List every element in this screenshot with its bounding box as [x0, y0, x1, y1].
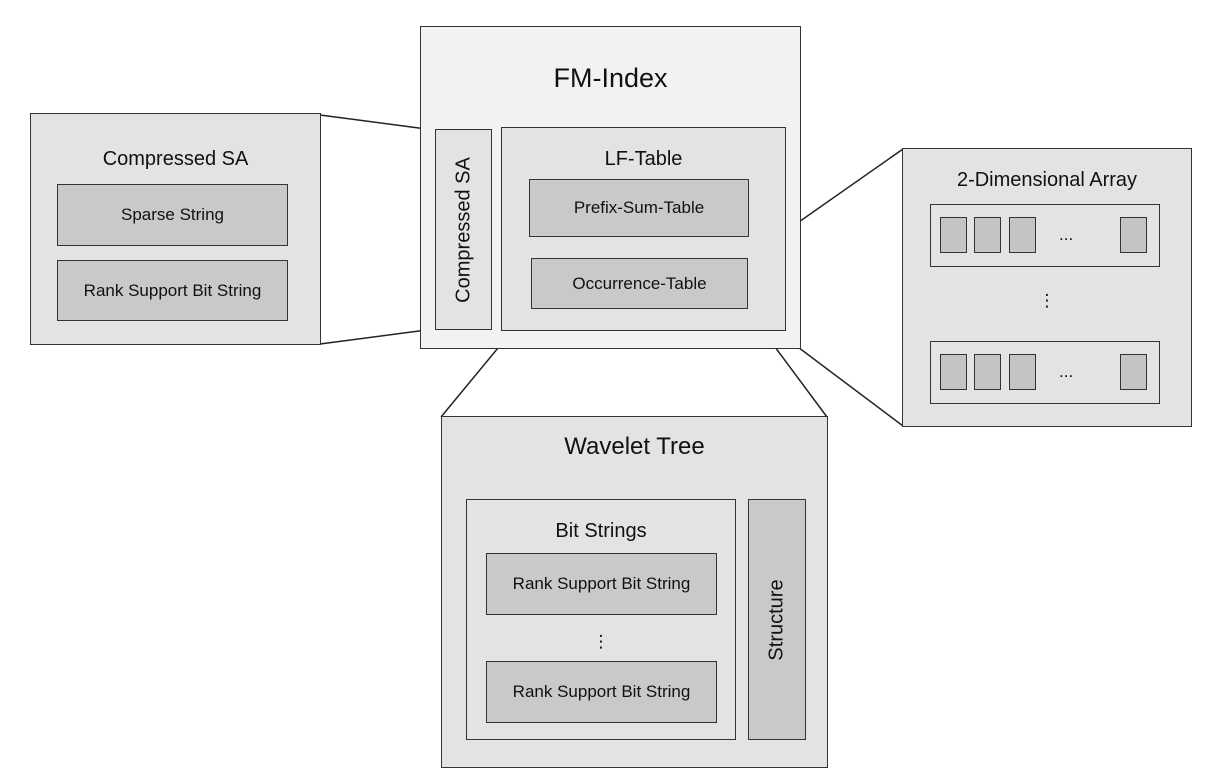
compressed-sa-box: Compressed SA Sparse String Rank Support…	[30, 113, 321, 345]
connector-line	[319, 328, 435, 345]
array-cell	[940, 217, 967, 253]
array-cell	[974, 354, 1001, 390]
array-row-ellipsis: ...	[1059, 225, 1074, 244]
rank-support-bottom-label: Rank Support Bit String	[512, 682, 691, 701]
array-cell	[940, 354, 967, 390]
fm-compressed-sa-label: Compressed SA	[452, 156, 474, 303]
array-cell	[1009, 217, 1036, 253]
rank-support-top-box: Rank Support Bit String	[486, 553, 717, 615]
fm-index-title: FM-Index	[553, 63, 668, 93]
sparse-string-box: Sparse String	[57, 184, 288, 246]
wavelet-tree-box: Wavelet Tree Bit Strings Rank Support Bi…	[441, 416, 828, 768]
rank-support-top-label: Rank Support Bit String	[512, 574, 691, 593]
bit-strings-box: Bit Strings Rank Support Bit String ⋮ Ra…	[466, 499, 736, 740]
occurrence-table-box: Occurrence-Table	[531, 258, 748, 309]
array-cell	[1120, 354, 1147, 390]
bit-strings-vertical-ellipsis: ⋮	[592, 632, 610, 651]
fm-index-box: FM-Index Compressed SA LF-Table Prefix-S…	[420, 26, 801, 349]
rank-support-label: Rank Support Bit String	[83, 280, 262, 300]
array-row-bottom: ...	[930, 341, 1160, 404]
two-dimensional-array-title: 2-Dimensional Array	[956, 169, 1138, 191]
structure-box: Structure	[748, 499, 806, 740]
array-cell	[974, 217, 1001, 253]
prefix-sum-table-label: Prefix-Sum-Table	[573, 198, 705, 217]
array-row-top: ...	[930, 204, 1160, 267]
sparse-string-label: Sparse String	[121, 205, 224, 224]
connector-line	[319, 114, 435, 131]
rank-support-box: Rank Support Bit String	[57, 260, 288, 321]
fm-compressed-sa-box: Compressed SA	[435, 129, 492, 330]
array-vertical-ellipsis: ⋮	[1038, 291, 1056, 310]
array-row-ellipsis: ...	[1059, 362, 1074, 381]
wavelet-tree-title: Wavelet Tree	[564, 433, 705, 460]
compressed-sa-title: Compressed SA	[102, 148, 249, 170]
occurrence-table-label: Occurrence-Table	[572, 273, 707, 293]
rank-support-bottom-box: Rank Support Bit String	[486, 661, 717, 723]
lf-table-title: LF-Table	[604, 148, 683, 170]
array-cell	[1009, 354, 1036, 390]
structure-label: Structure	[765, 578, 788, 661]
bit-strings-title: Bit Strings	[555, 520, 647, 542]
array-cell	[1120, 217, 1147, 253]
prefix-sum-table-box: Prefix-Sum-Table	[529, 179, 749, 237]
lf-table-box: LF-Table Prefix-Sum-Table Occurrence-Tab…	[501, 127, 786, 331]
two-dimensional-array-box: 2-Dimensional Array ... ⋮ ...	[902, 148, 1192, 427]
